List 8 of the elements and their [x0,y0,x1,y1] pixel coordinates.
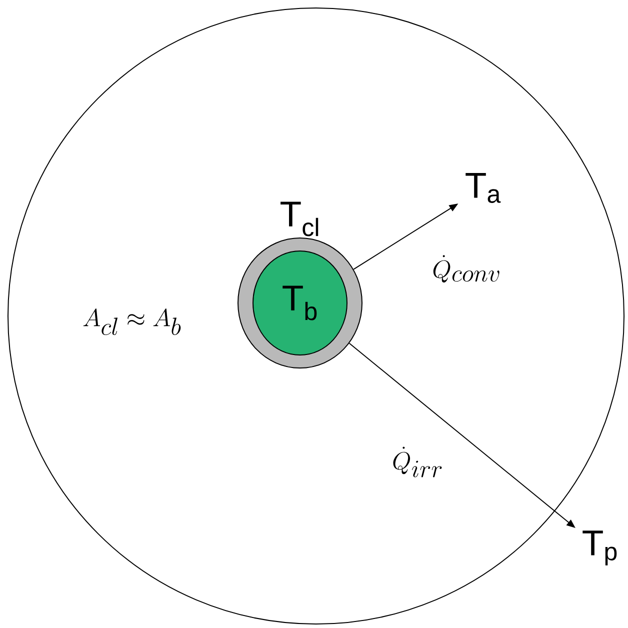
heat-flow-label: $\dot{Q}_{irr}$ [393,446,442,478]
temperature-label: T$_{a}$ [466,173,501,203]
node-label: T$_{cl}$ [280,202,318,236]
heat-flow-label: $\dot{Q}_{conv}$ [433,255,500,282]
temperature-label: T$_{p}$ [582,530,617,566]
body-core: T$_{b}$ [252,250,348,356]
boundary-circle [8,8,625,624]
area-equation: $A_{cl} \approx A_b$ [83,308,181,336]
